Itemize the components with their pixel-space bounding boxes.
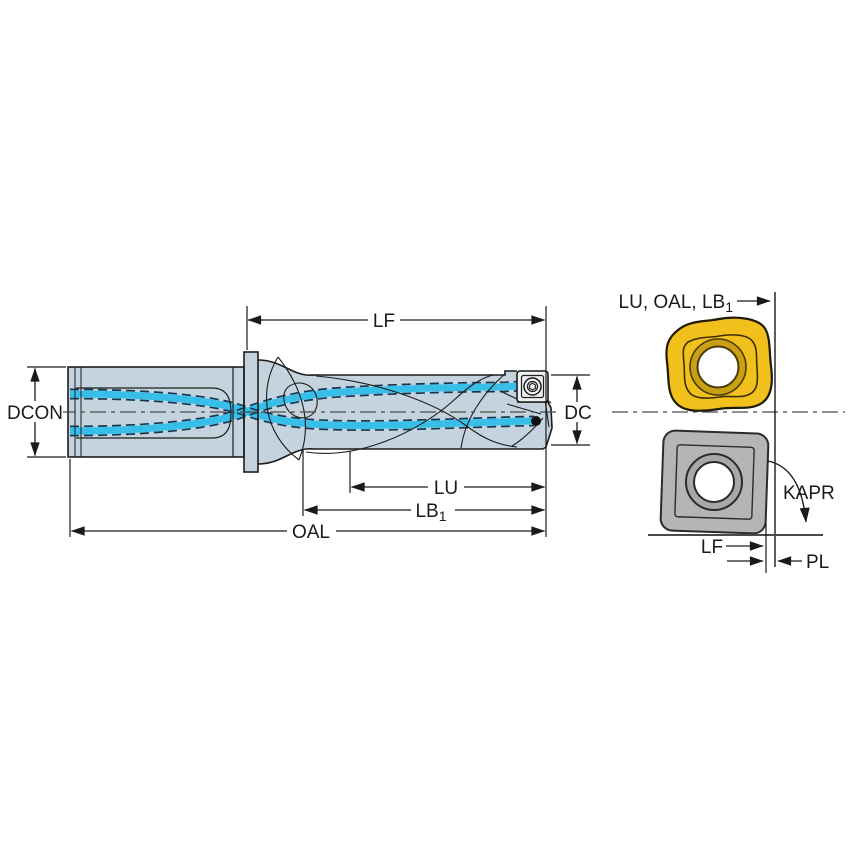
flute-top-outline — [257, 359, 517, 376]
dimension-kapr: KAPR — [767, 460, 835, 523]
dim-label-oal: OAL — [292, 522, 330, 543]
dimension-pl: PL — [727, 552, 829, 573]
coolant-dashed-edges — [69, 380, 535, 437]
dim-label-dc: DC — [564, 403, 591, 424]
screw-head — [526, 380, 539, 393]
dim-label-group: LU, OAL, LB1 — [619, 292, 734, 315]
dimension-lf-insert: LF — [701, 523, 767, 573]
dim-label-lu: LU — [434, 478, 458, 499]
insert-pocket-square — [516, 370, 549, 403]
label-bg — [368, 309, 400, 330]
dimension-group-label: LU, OAL, LB1 — [619, 292, 771, 315]
dim-label-lf: LF — [373, 311, 395, 332]
dimension-lu: LU — [349, 451, 546, 499]
insert-gray-inner-edge — [674, 444, 755, 520]
dim-label-lf-insert: LF — [701, 537, 723, 558]
insert-inner-square — [520, 374, 545, 399]
label-bg — [411, 499, 455, 522]
flute-helix-curves — [266, 356, 544, 461]
insert-gray-hole — [693, 461, 735, 503]
dimension-dcon: DCON — [7, 366, 66, 458]
dimension-lf: LF — [246, 306, 546, 350]
screw-socket-icon — [529, 382, 536, 391]
flute-bottom-outline — [257, 448, 543, 465]
insert-yellow-hole — [696, 345, 740, 389]
dim-label-dcon: DCON — [7, 403, 63, 424]
dim-label-pl: PL — [806, 552, 829, 573]
coolant-channel-b — [69, 382, 520, 435]
peripheral-insert — [516, 370, 549, 403]
insert-gray — [659, 429, 770, 535]
kapr-angle-arc — [767, 460, 810, 523]
insert-yellow — [665, 316, 773, 412]
center-insert-screw-dot — [531, 416, 541, 426]
coolant-channels — [69, 380, 535, 437]
drill-side-view: LF DCON DC LU — [7, 306, 593, 543]
label-bg — [287, 520, 336, 541]
shank-bore-outline — [76, 387, 232, 439]
dimension-oal: OAL — [69, 459, 546, 543]
dimension-dc: DC — [551, 374, 593, 446]
coolant-channel-a — [69, 390, 535, 429]
insert-yellow-inner-edge — [682, 334, 759, 399]
label-bg — [562, 402, 593, 422]
dimension-lb1: LB1 — [302, 450, 546, 524]
insert-detail-view: LU, OAL, LB1 KAPR LF PL — [612, 292, 845, 573]
dim-label-lb1: LB1 — [415, 501, 446, 524]
label-bg — [428, 476, 464, 497]
screw-head-ring — [523, 377, 542, 396]
dim-label-kapr: KAPR — [783, 483, 835, 504]
label-bg — [7, 401, 63, 422]
